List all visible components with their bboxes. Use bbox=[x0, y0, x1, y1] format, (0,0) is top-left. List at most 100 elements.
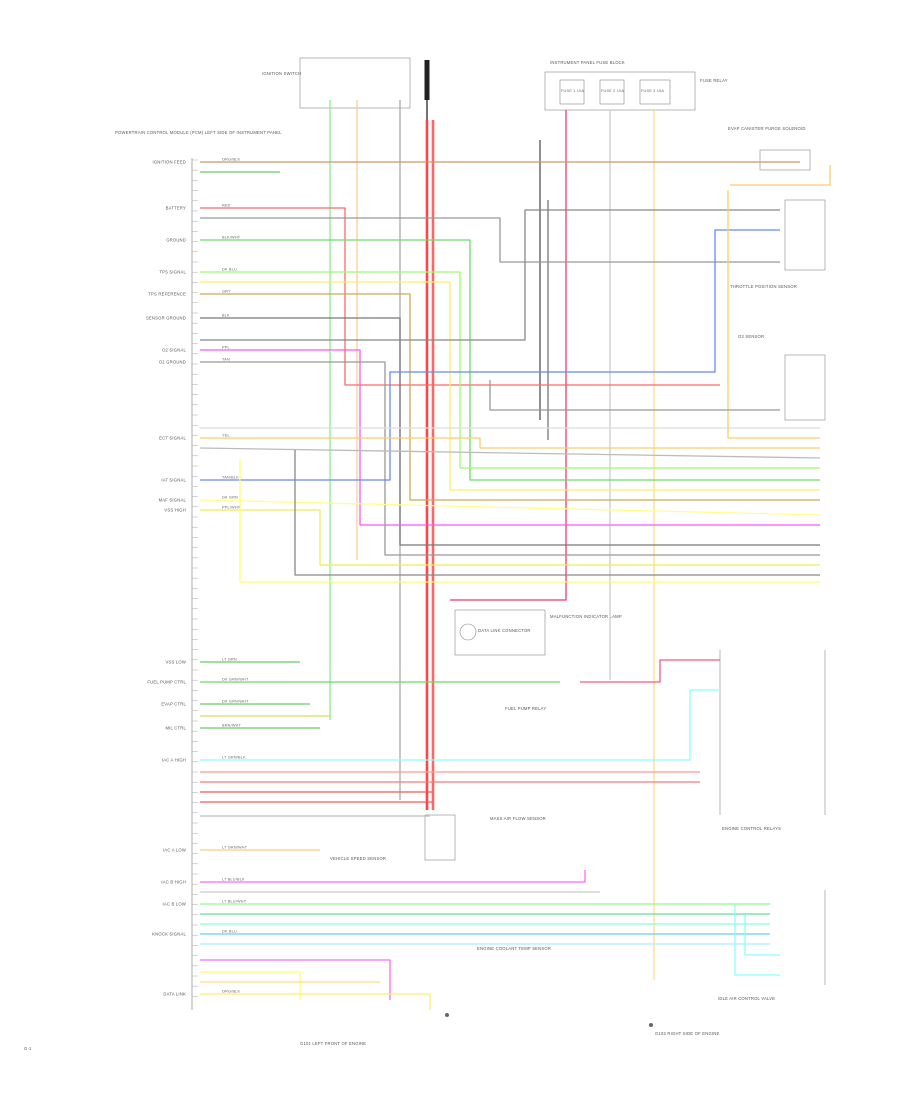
sensor-ground-wire bbox=[200, 317, 820, 546]
ground-b-icon bbox=[649, 1023, 653, 1027]
pin-label: BATTERY bbox=[166, 206, 186, 211]
wire-color-label: RED bbox=[222, 204, 231, 208]
fuel-pump-relay: FUEL PUMP RELAY bbox=[505, 706, 546, 711]
pcm-connector bbox=[191, 158, 198, 1010]
ect-wire bbox=[200, 281, 820, 491]
relay-ctrl-1-wire bbox=[200, 689, 720, 761]
ground-a-label: G101 LEFT FRONT OF ENGINE bbox=[300, 1041, 366, 1046]
wire-color-label: GRY bbox=[222, 290, 231, 294]
pin-label: KNOCK SIGNAL bbox=[152, 932, 186, 937]
pin-label: VSS LOW bbox=[166, 660, 186, 665]
wire-color-label: DK GRN/WHT bbox=[222, 678, 249, 682]
pin-label: EVAP CTRL bbox=[161, 702, 186, 707]
fuse-c-label: FUSE 3 15A bbox=[641, 89, 664, 93]
wire-color-label: TAN bbox=[222, 358, 230, 362]
wire-color-label: PPL bbox=[222, 346, 230, 350]
pin-label: SENSOR GROUND bbox=[146, 316, 186, 321]
pin-448-wire bbox=[199, 447, 821, 459]
o2-sensor: O2 SENSOR bbox=[738, 334, 826, 421]
pin-label: IAC A LOW bbox=[163, 848, 186, 853]
evap-return-wire bbox=[727, 190, 820, 439]
fuse-block-label: INSTRUMENT PANEL FUSE BLOCK bbox=[550, 60, 625, 65]
pin-460-wire bbox=[239, 460, 820, 583]
pin-label: IAC B HIGH bbox=[161, 880, 186, 885]
pin-label: IGNITION FEED bbox=[152, 160, 186, 165]
pcm-title: POWERTRAIN CONTROL MODULE (PCM) LEFT SID… bbox=[115, 130, 282, 135]
page-ref: G-1 bbox=[24, 1046, 32, 1051]
fuse-relay-label: FUSE RELAY bbox=[700, 78, 728, 83]
data-link-connector: DATA LINK CONNECTOR MALFUNCTION INDICATO… bbox=[454, 609, 622, 656]
tps-ref-wire bbox=[200, 217, 780, 263]
pin-438-wire bbox=[200, 437, 820, 449]
fuel-pump-relay-label: FUEL PUMP RELAY bbox=[505, 706, 546, 711]
ground-b-label: G102 RIGHT SIDE OF ENGINE bbox=[655, 1031, 720, 1036]
ecm-relays-label: ENGINE CONTROL RELAYS bbox=[722, 826, 781, 831]
tps-ground-wire bbox=[200, 209, 780, 341]
wire-color-label: YEL bbox=[222, 434, 230, 438]
data-link-label: DATA LINK CONNECTOR bbox=[478, 628, 531, 633]
pin-450-wire bbox=[294, 450, 820, 576]
ignition-switch-label: IGNITION SWITCH bbox=[262, 71, 301, 76]
wire-color-label: ORG/BLK bbox=[222, 990, 241, 994]
tps-label: THROTTLE POSITION SENSOR bbox=[730, 284, 797, 289]
pin-500-wire bbox=[199, 499, 821, 516]
ignition-switch-block: IGNITION SWITCH bbox=[262, 57, 411, 109]
throttle-position-sensor: THROTTLE POSITION SENSOR bbox=[730, 199, 826, 289]
data-link-wire-b bbox=[200, 993, 431, 1010]
pin-label: IAT SIGNAL bbox=[161, 478, 186, 483]
ect-signal-wire bbox=[200, 959, 391, 1000]
wire-color-label: LT BLU/BLK bbox=[222, 878, 245, 882]
pin-label: MAF SIGNAL bbox=[159, 498, 187, 503]
pin-label: VSS HIGH bbox=[164, 508, 186, 513]
wire-color-label: LT GRN/WHT bbox=[222, 846, 248, 850]
vss-sensor: VEHICLE SPEED SENSOR bbox=[330, 814, 456, 861]
ect-ground-wire bbox=[200, 971, 301, 1000]
wire-color-label: DK GRN/WHT bbox=[222, 700, 249, 704]
pin-label: DATA LINK bbox=[163, 992, 186, 997]
o2-ground-wire bbox=[200, 361, 820, 556]
ground-refs: G101 LEFT FRONT OF ENGINE G102 RIGHT SID… bbox=[300, 1013, 720, 1046]
wire-color-label: BLK bbox=[222, 314, 230, 318]
wire-color-label: TAN/BLK bbox=[222, 476, 239, 480]
wire-color-label: DK BLU bbox=[222, 930, 237, 934]
wire-color-label: LT GRN bbox=[222, 658, 237, 662]
ect-sensor-group: ENGINE COOLANT TEMP SENSOR MASS AIR FLOW… bbox=[477, 816, 551, 951]
vss-low-wire bbox=[200, 271, 820, 469]
engine-control-relays: ENGINE CONTROL RELAYS bbox=[719, 650, 826, 831]
pin-label: FUEL PUMP CTRL bbox=[147, 680, 186, 685]
pin-label: GROUND bbox=[166, 238, 186, 243]
pin-label: ECT SIGNAL bbox=[159, 436, 186, 441]
mil-label: MALFUNCTION INDICATOR LAMP bbox=[550, 614, 622, 619]
evap-solenoid: EVAP CANISTER PURGE SOLENOID bbox=[728, 126, 811, 171]
fuse-a-feed-wire bbox=[450, 110, 567, 601]
iac-valve-label: IDLE AIR CONTROL VALVE bbox=[718, 996, 775, 1001]
iac-valve: IDLE AIR CONTROL VALVE bbox=[718, 890, 826, 1001]
wire-color-label: DK BLU bbox=[222, 268, 237, 272]
knock-wire bbox=[200, 870, 586, 883]
vss-label: VEHICLE SPEED SENSOR bbox=[330, 856, 386, 861]
pin-510-wire bbox=[200, 509, 820, 566]
o2-shield-wire bbox=[489, 380, 780, 411]
wire-color-label: BRN/WHT bbox=[222, 724, 242, 728]
evap-feed-wire bbox=[730, 165, 831, 186]
o2-sensor-label: O2 SENSOR bbox=[738, 334, 764, 339]
evap-solenoid-label: EVAP CANISTER PURGE SOLENOID bbox=[728, 126, 806, 131]
fuse-block: INSTRUMENT PANEL FUSE BLOCK FUSE 1 10A F… bbox=[544, 60, 728, 111]
fp-relay-feed-wire bbox=[580, 659, 720, 683]
fuse-b-label: FUSE 2 10A bbox=[601, 89, 624, 93]
wire-color-label: LT BLU/WHT bbox=[222, 900, 247, 904]
wire-color-label: LT GRN/BLK bbox=[222, 756, 246, 760]
fuse-a-label: FUSE 1 10A bbox=[561, 89, 584, 93]
wire-color-label: PPL/WHT bbox=[222, 506, 241, 510]
wire-harness bbox=[199, 100, 831, 1010]
ect-sensor-label: ENGINE COOLANT TEMP SENSOR bbox=[477, 946, 551, 951]
pin-label: TPS REFERENCE bbox=[148, 292, 186, 297]
pin-label: TPS SIGNAL bbox=[159, 270, 186, 275]
wire-color-label: DK GRN bbox=[222, 496, 238, 500]
pin-label: O2 GROUND bbox=[159, 360, 186, 365]
pin-label: IAC A HIGH bbox=[162, 758, 186, 763]
mafs-label: MASS AIR FLOW SENSOR bbox=[490, 816, 546, 821]
pin-label: O2 SIGNAL bbox=[162, 348, 186, 353]
wire-color-label: ORG/BLK bbox=[222, 158, 241, 162]
